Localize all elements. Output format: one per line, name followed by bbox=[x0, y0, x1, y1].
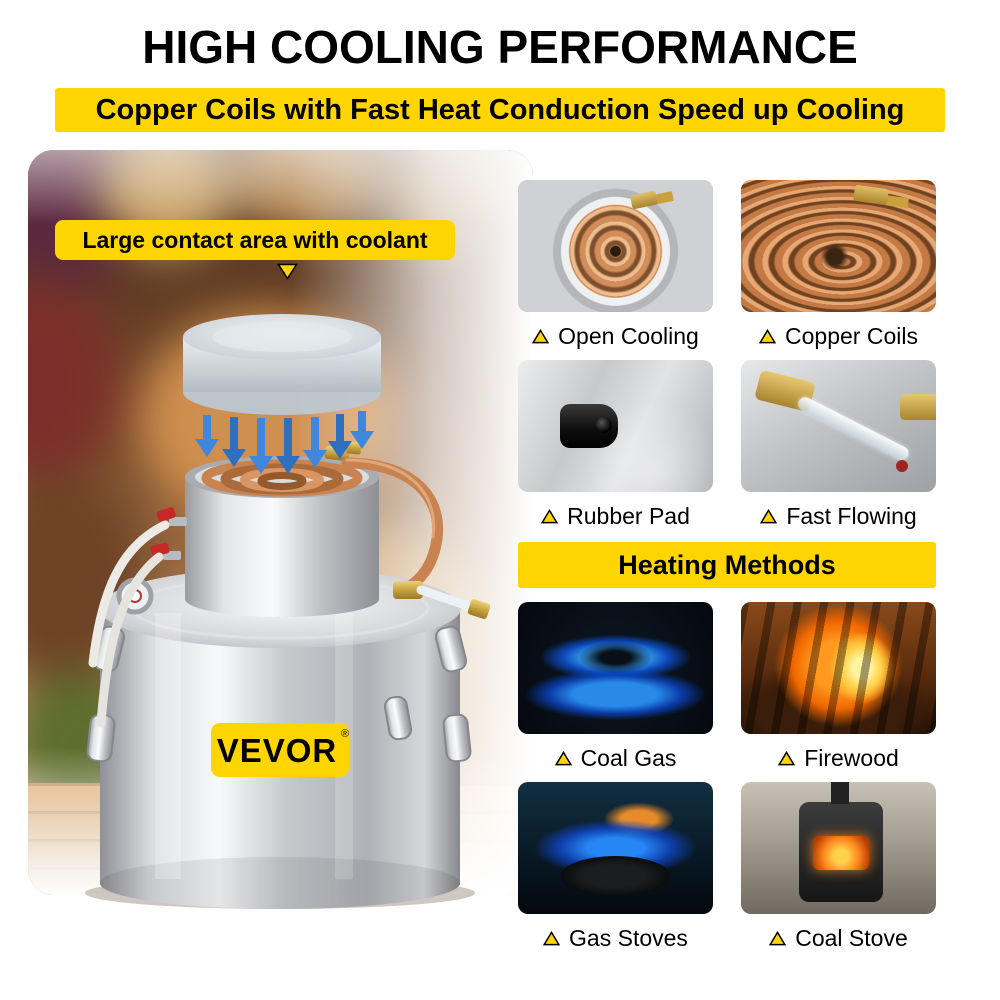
distiller-product-image: VEVOR ® bbox=[85, 314, 491, 909]
fast-flowing-photo bbox=[741, 360, 936, 492]
feature-label: Open Cooling bbox=[558, 322, 699, 349]
triangle-bullet-icon bbox=[543, 930, 561, 945]
heating-label: Coal Stove bbox=[795, 924, 908, 951]
heating-label: Firewood bbox=[804, 744, 899, 771]
feature-label: Copper Coils bbox=[785, 322, 918, 349]
triangle-bullet-icon bbox=[541, 508, 559, 523]
heating-caption: Firewood bbox=[741, 734, 936, 782]
open-cooling-photo bbox=[518, 180, 713, 312]
burner-shape bbox=[560, 855, 671, 896]
firewood-photo bbox=[741, 602, 936, 734]
registered-mark: ® bbox=[341, 728, 349, 740]
brand-logo: VEVOR bbox=[217, 732, 338, 769]
stove-body-shape bbox=[799, 782, 883, 902]
heating-label: Coal Gas bbox=[580, 744, 677, 771]
gas-stoves-photo bbox=[518, 782, 713, 914]
page-title: HIGH COOLING PERFORMANCE bbox=[142, 21, 858, 73]
triangle-bullet-icon bbox=[759, 328, 777, 343]
brass-valve-shape bbox=[900, 394, 936, 420]
subtitle-banner: Copper Coils with Fast Heat Conduction S… bbox=[55, 88, 945, 132]
rubber-pad-photo bbox=[518, 360, 713, 492]
heating-label: Gas Stoves bbox=[569, 924, 688, 951]
heating-caption: Coal Stove bbox=[741, 914, 936, 962]
triangle-bullet-icon bbox=[769, 930, 787, 945]
liquid-drop-shape bbox=[896, 460, 908, 472]
features-panel: Open Cooling Copper Coils Rubber Pad bbox=[518, 180, 936, 962]
feature-label: Fast Flowing bbox=[786, 502, 917, 529]
feature-label: Rubber Pad bbox=[567, 502, 690, 529]
copper-coils-photo bbox=[741, 180, 936, 312]
callout-label: Large contact area with coolant bbox=[55, 220, 455, 260]
feature-caption: Open Cooling bbox=[518, 312, 713, 360]
triangle-bullet-icon bbox=[554, 750, 572, 765]
heating-methods-banner: Heating Methods bbox=[518, 542, 936, 588]
coal-stove-photo bbox=[741, 782, 936, 914]
triangle-bullet-icon bbox=[532, 328, 550, 343]
triangle-bullet-icon bbox=[778, 750, 796, 765]
rubber-pad-shape bbox=[560, 404, 618, 448]
heating-caption: Gas Stoves bbox=[518, 914, 713, 962]
coal-gas-photo bbox=[518, 602, 713, 734]
feature-caption: Fast Flowing bbox=[741, 492, 936, 540]
heating-caption: Coal Gas bbox=[518, 734, 713, 782]
down-arrow-icon bbox=[277, 263, 298, 280]
clear-tube-shape bbox=[795, 394, 911, 463]
feature-caption: Copper Coils bbox=[741, 312, 936, 360]
triangle-bullet-icon bbox=[760, 508, 778, 523]
feature-caption: Rubber Pad bbox=[518, 492, 713, 540]
